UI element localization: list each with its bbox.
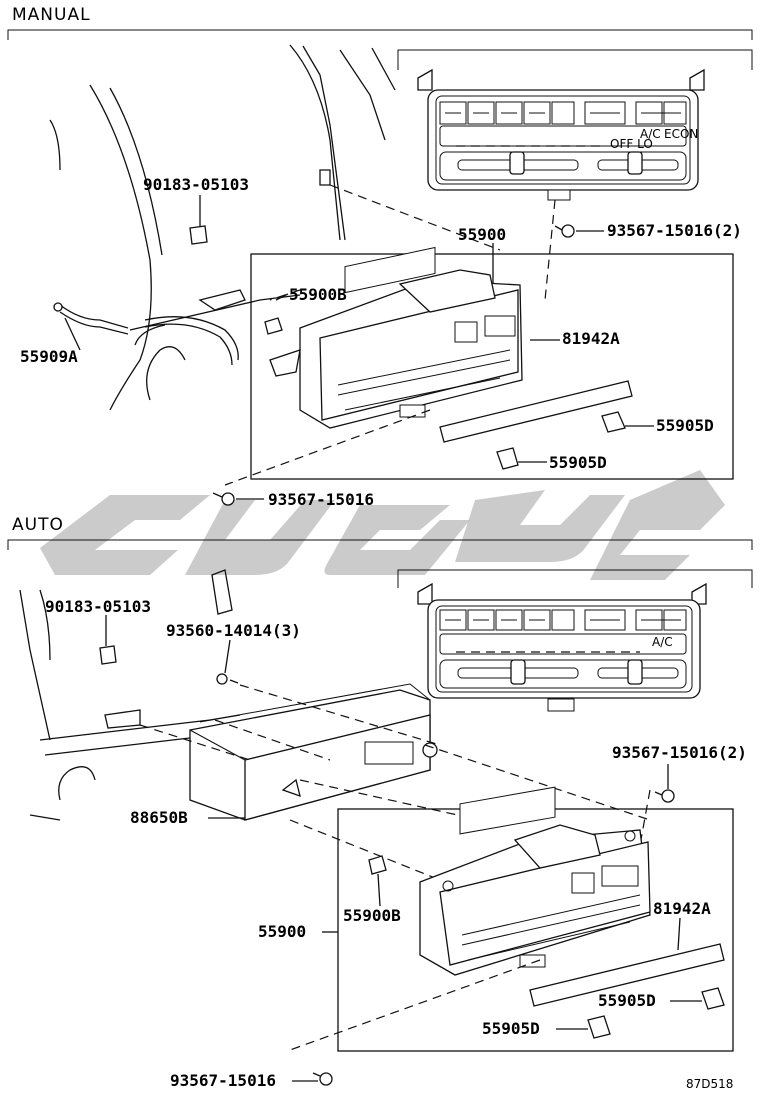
- clip-part-manual: [189, 225, 208, 245]
- auto-section: AUTO: [7, 515, 753, 1091]
- off-label-manual: OFF LO: [610, 137, 653, 151]
- label-55905d-a-manual: 55905D: [656, 416, 714, 435]
- knob-55905d-b-auto: [587, 1015, 611, 1039]
- control-panel-detail-manual: A/C ECON OFF LO: [397, 49, 753, 201]
- label-93567-manual: 93567-15016: [268, 490, 374, 509]
- label-93567-2-auto: 93567-15016(2): [612, 743, 747, 762]
- screw-auto-top: [661, 789, 675, 803]
- dashboard-outline-manual: [49, 44, 396, 411]
- knob-55905d-a-manual: [601, 411, 626, 433]
- climate-unit-auto: [419, 786, 651, 976]
- section-title-manual: MANUAL: [12, 5, 91, 25]
- assembly-box-manual: [250, 253, 734, 480]
- ac-label-auto: A/C: [652, 635, 673, 649]
- module-88650b-auto: [189, 683, 438, 821]
- watermark-logo: [40, 470, 725, 580]
- label-55905d-b-auto: 55905D: [482, 1019, 540, 1038]
- label-93567-2-manual: 93567-15016(2): [607, 221, 742, 240]
- manual-section: MANUAL: [7, 5, 753, 509]
- label-55900-manual: 55900: [458, 225, 506, 244]
- label-55905d-a-auto: 55905D: [598, 991, 656, 1010]
- clip-part-auto: [99, 645, 117, 665]
- label-93567-auto: 93567-15016: [170, 1071, 276, 1090]
- faceplate-auto: [529, 943, 725, 1007]
- econ-label-manual: ECON: [664, 127, 698, 141]
- label-90183-auto: 90183-05103: [45, 597, 151, 616]
- reference-code: 87D518: [686, 1077, 733, 1091]
- section-title-auto: AUTO: [12, 515, 64, 535]
- label-81942a-auto: 81942A: [653, 899, 711, 918]
- label-90183-manual: 90183-05103: [143, 175, 249, 194]
- screw-manual-bottom: [221, 492, 235, 506]
- control-panel-detail-auto: A/C: [397, 569, 753, 712]
- label-93560-auto: 93560-14014(3): [166, 621, 301, 640]
- label-55909a-manual: 55909A: [20, 347, 78, 366]
- screw-auto-bottom: [319, 1072, 333, 1086]
- screw-manual-top: [554, 224, 604, 238]
- label-55900-auto: 55900: [258, 922, 306, 941]
- label-81942a-manual: 81942A: [562, 329, 620, 348]
- label-55905d-b-manual: 55905D: [549, 453, 607, 472]
- label-55900b-auto: 55900B: [343, 906, 401, 925]
- knob-55905d-b-manual: [496, 447, 519, 470]
- faceplate-manual: [439, 339, 633, 443]
- pin-55900b-auto: [368, 855, 387, 875]
- climate-unit-manual: [269, 246, 523, 429]
- label-55900b-manual: 55900B: [289, 285, 347, 304]
- pin-55900b-manual: [264, 317, 283, 335]
- ac-label-manual: A/C: [640, 127, 661, 141]
- label-88650b-auto: 88650B: [130, 808, 188, 827]
- screw-93560-auto: [216, 673, 228, 685]
- wire-harness-manual: [53, 302, 239, 366]
- knob-55905d-a-auto: [701, 987, 725, 1010]
